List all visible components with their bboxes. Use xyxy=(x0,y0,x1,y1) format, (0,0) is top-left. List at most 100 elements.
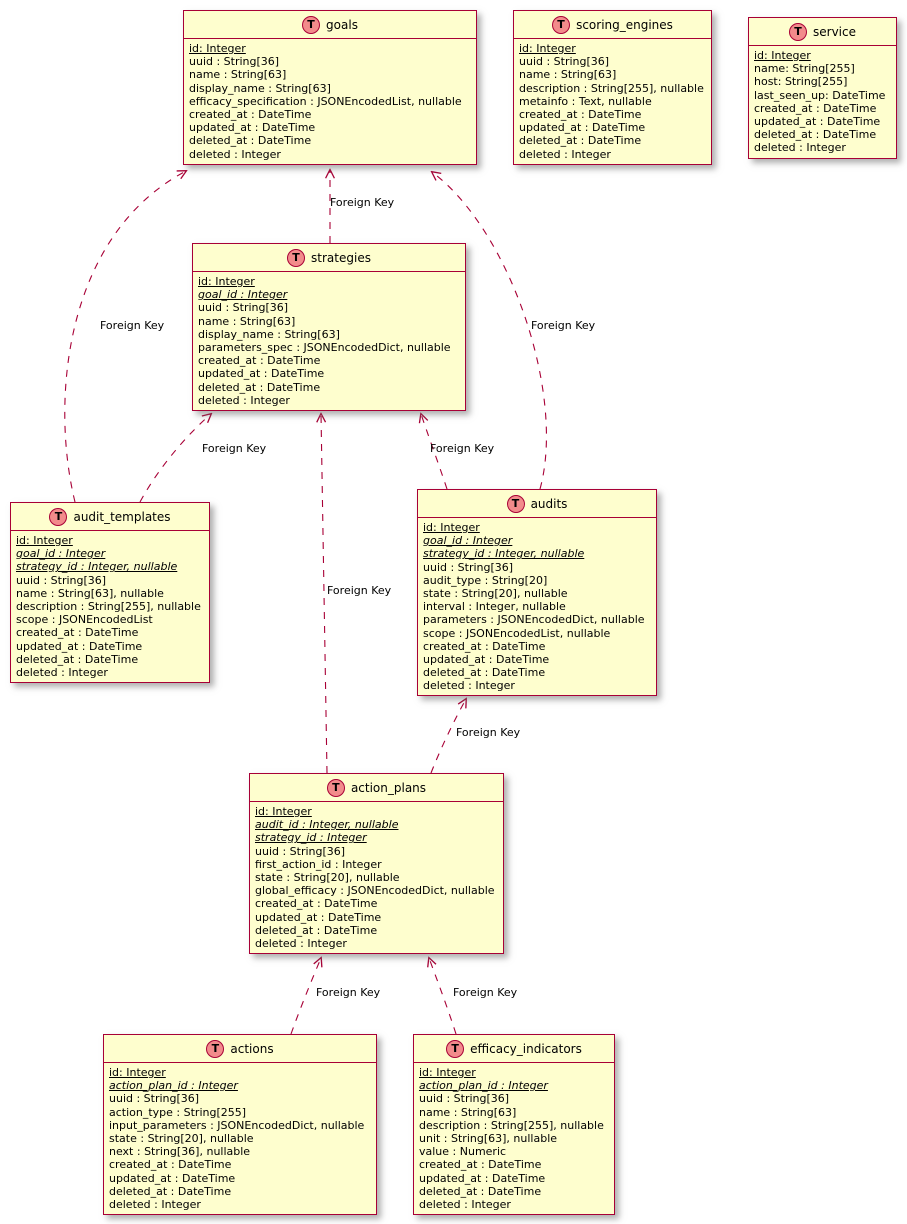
table-type-icon: T xyxy=(302,15,321,34)
table-field: updated_at : DateTime xyxy=(198,367,325,381)
table-field: goal_id : Integer xyxy=(198,288,288,302)
relation-label: Foreign Key xyxy=(456,726,521,739)
table-type-icon: T xyxy=(506,494,525,513)
table-field: created_at : DateTime xyxy=(16,626,139,640)
table-field: created_at : DateTime xyxy=(754,101,877,115)
table-field: description : String[255], nullable xyxy=(16,599,201,613)
table-field: deleted_at : DateTime xyxy=(189,134,312,148)
table-field: id: Integer xyxy=(198,275,255,288)
table-type-icon: T xyxy=(326,778,345,797)
fk-arrow-action_plans-strategies xyxy=(321,414,328,774)
table-field: name : String[63], nullable xyxy=(16,586,164,600)
table-field: deleted_at : DateTime xyxy=(16,652,139,666)
table-field: created_at : DateTime xyxy=(519,107,642,121)
table-title: action_plans xyxy=(350,780,427,795)
table-type-icon: T xyxy=(552,15,571,34)
table-field: id: Integer xyxy=(189,42,246,55)
table-field: updated_at : DateTime xyxy=(519,121,646,135)
table-field: parameters_spec : JSONEncodedDict, nulla… xyxy=(198,340,451,354)
table-field: value : Numeric xyxy=(419,1145,507,1159)
table-type-icon: T xyxy=(49,507,68,526)
table-title: actions xyxy=(230,1041,274,1056)
table-field: id: Integer xyxy=(16,534,73,547)
table-field: created_at : DateTime xyxy=(189,107,312,121)
table-field: last_seen_up: DateTime xyxy=(754,88,886,102)
table-field: id: Integer xyxy=(754,49,811,62)
relation-label: Foreign Key xyxy=(316,986,381,999)
table-field: parameters : JSONEncodedDict, nullable xyxy=(423,613,645,627)
table-field: host: String[255] xyxy=(754,75,848,89)
table-field: created_at : DateTime xyxy=(423,639,546,653)
table-field: uuid : String[36] xyxy=(109,1092,200,1106)
relation-label: Foreign Key xyxy=(100,319,165,332)
table-field: updated_at : DateTime xyxy=(255,910,382,924)
table-field: id: Integer xyxy=(519,42,576,55)
table-field: action_plan_id : Integer xyxy=(109,1079,238,1093)
table-field: state : String[20], nullable xyxy=(255,870,400,884)
table-field: state : String[20], nullable xyxy=(423,586,568,600)
table-field: efficacy_specification : JSONEncodedList… xyxy=(189,94,462,108)
table-field: uuid : String[36] xyxy=(419,1092,510,1106)
table-field: deleted : Integer xyxy=(16,665,108,679)
table-field: action_plan_id : Integer xyxy=(419,1079,548,1093)
table-field: deleted_at : DateTime xyxy=(519,134,642,148)
table-field: next : String[36], nullable xyxy=(109,1145,251,1159)
table-field: uuid : String[36] xyxy=(423,560,514,574)
fk-arrow-action_plans-audits xyxy=(430,699,466,774)
table-field: deleted : Integer xyxy=(189,147,281,161)
table-title: audits xyxy=(530,496,568,511)
relation-label: Foreign Key xyxy=(330,196,395,209)
fk-arrow-actions-action_plans xyxy=(290,958,321,1035)
table-field: strategy_id : Integer, nullable xyxy=(423,547,585,561)
table-title: scoring_engines xyxy=(576,17,673,32)
relation-label: Foreign Key xyxy=(327,584,392,597)
table-field: deleted : Integer xyxy=(255,936,347,950)
table-field: state : String[20], nullable xyxy=(109,1131,254,1145)
table-field: updated_at : DateTime xyxy=(189,121,316,135)
table-title: service xyxy=(813,24,856,39)
table-field: created_at : DateTime xyxy=(198,354,321,368)
table-field: description : String[255], nullable xyxy=(419,1118,604,1132)
table-field: goal_id : Integer xyxy=(423,534,513,548)
table-field: deleted_at : DateTime xyxy=(419,1184,542,1198)
table-field: id: Integer xyxy=(109,1066,166,1079)
table-field: id: Integer xyxy=(423,521,480,534)
table-field: deleted : Integer xyxy=(109,1197,201,1211)
table-title: efficacy_indicators xyxy=(470,1041,582,1056)
table-field: unit : String[63], nullable xyxy=(419,1131,558,1145)
table-field: name : String[63] xyxy=(419,1105,517,1119)
table-field: deleted : Integer xyxy=(419,1197,511,1211)
table-field: deleted_at : DateTime xyxy=(109,1184,232,1198)
relation-label: Foreign Key xyxy=(453,986,518,999)
table-field: display_name : String[63] xyxy=(198,327,340,341)
table-field: updated_at : DateTime xyxy=(109,1171,236,1185)
fk-arrow-efficacy_indicators-action_plans xyxy=(429,958,457,1035)
fk-arrow-audits-goals xyxy=(432,172,547,490)
table-field: deleted_at : DateTime xyxy=(198,380,321,394)
table-field: scope : JSONEncodedList xyxy=(16,613,153,627)
table-field: deleted_at : DateTime xyxy=(255,923,378,937)
table-field: name : String[63] xyxy=(189,68,287,82)
